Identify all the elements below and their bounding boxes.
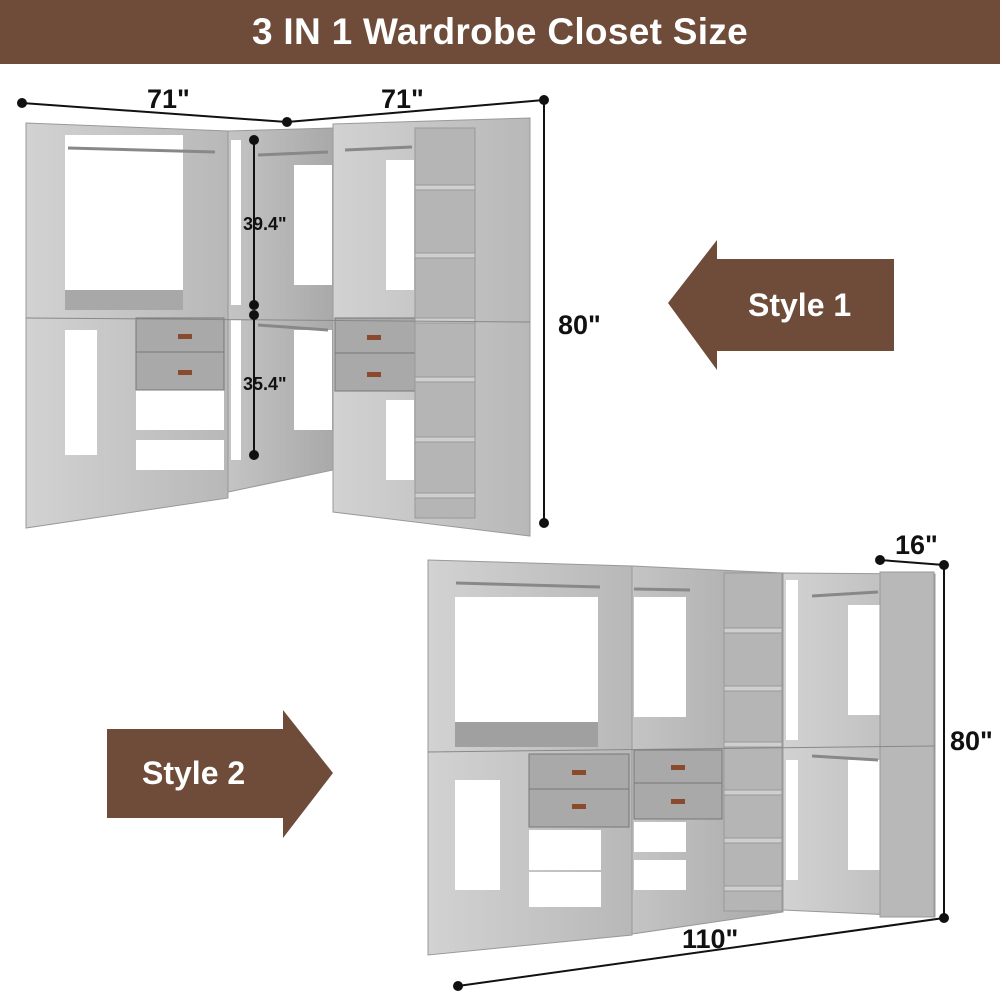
style2-width-label: 110" (682, 924, 739, 954)
style2-depth-label: 16" (895, 530, 938, 560)
header-banner: 3 IN 1 Wardrobe Closet Size (0, 0, 1000, 64)
style2-dimension-lines (453, 555, 949, 991)
style2-arrow-icon (107, 710, 333, 838)
style1-height-label: 80" (558, 310, 601, 340)
style2-height-label: 80" (950, 726, 993, 756)
style1-width-right-label: 71" (381, 84, 424, 114)
style1-width-left-label: 71" (147, 84, 190, 114)
style2-wardrobe (427, 559, 936, 956)
style1-arrow-label: Style 1 (748, 287, 852, 323)
page-title: 3 IN 1 Wardrobe Closet Size (251, 11, 749, 52)
style1-wardrobe (25, 117, 531, 537)
style1-upper-section-label: 39.4" (243, 214, 287, 234)
style2-arrow-label: Style 2 (142, 755, 246, 791)
style1-dimension-lines (17, 95, 549, 528)
style1-arrow-icon (668, 240, 894, 370)
style1-lower-section-label: 35.4" (243, 374, 287, 394)
